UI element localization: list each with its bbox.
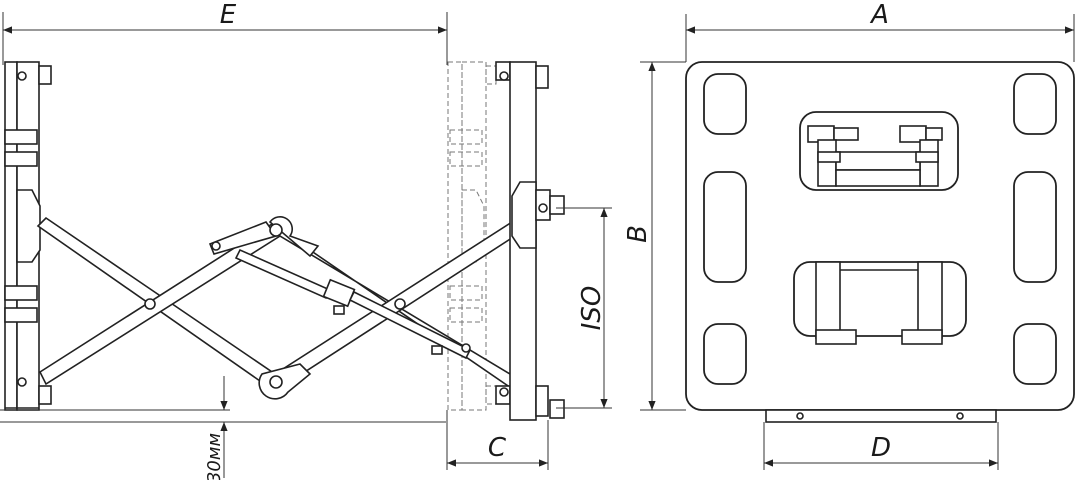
dimension-c-label: C [488, 433, 507, 463]
dimension-b-label: B [623, 225, 653, 243]
side-view: E [0, 0, 612, 480]
dimension-a: A [685, 0, 1075, 62]
dimension-iso-label: ISO [577, 286, 607, 331]
dimension-e-label: E [220, 0, 237, 30]
dimension-a-label: A [869, 0, 889, 30]
slot-middle-left [703, 171, 747, 283]
dimension-iso: ISO [556, 207, 612, 409]
slot-bottom-right [1013, 323, 1057, 385]
left-mounting-plate [4, 61, 52, 411]
dimension-d-label: D [871, 433, 891, 463]
dimension-d: D [763, 422, 999, 470]
dimension-clearance: 30мм [0, 376, 446, 480]
dimension-e: E [2, 0, 448, 65]
bottom-rail [765, 409, 997, 423]
dimension-b: B [623, 61, 686, 411]
slot-middle-right [1013, 171, 1057, 283]
upper-window [799, 111, 959, 191]
slot-bottom-left [703, 323, 747, 385]
front-view: A B [623, 0, 1075, 470]
lower-window [793, 261, 967, 345]
dimension-clearance-label: 30мм [204, 433, 225, 480]
scissor-mechanism [36, 216, 524, 400]
dimension-c: C [446, 410, 549, 470]
slot-top-right [1013, 73, 1057, 135]
right-mounting-plate [495, 61, 565, 421]
slot-top-left [703, 73, 747, 135]
